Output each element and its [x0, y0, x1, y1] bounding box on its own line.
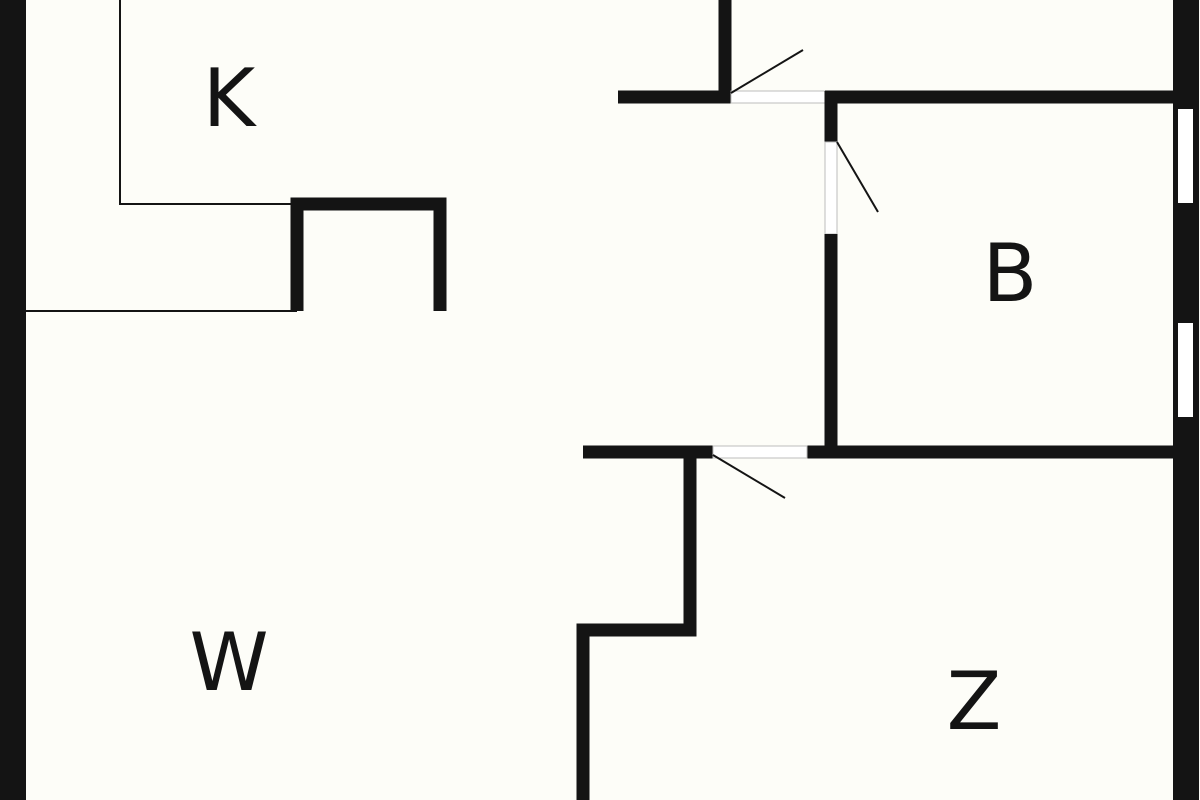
bedroom-wall-step — [576, 452, 697, 800]
bathroom-door-gap — [824, 141, 838, 235]
window-lower — [1176, 321, 1195, 419]
bedroom-door-gap — [712, 445, 808, 459]
bathroom-door-swing — [836, 141, 879, 213]
room-label-kitchen: K — [203, 52, 258, 145]
window-upper — [1176, 107, 1195, 205]
room-label-bedroom: Z — [947, 655, 1002, 748]
door-top-gap — [730, 90, 826, 104]
room-label-living: W — [189, 616, 268, 709]
kitchen-counter-outline — [119, 0, 297, 205]
kitchen-partition — [290, 197, 447, 311]
room-label-bathroom: B — [983, 227, 1038, 320]
bedroom-door-swing — [712, 454, 786, 499]
door-top-swing — [730, 49, 804, 94]
